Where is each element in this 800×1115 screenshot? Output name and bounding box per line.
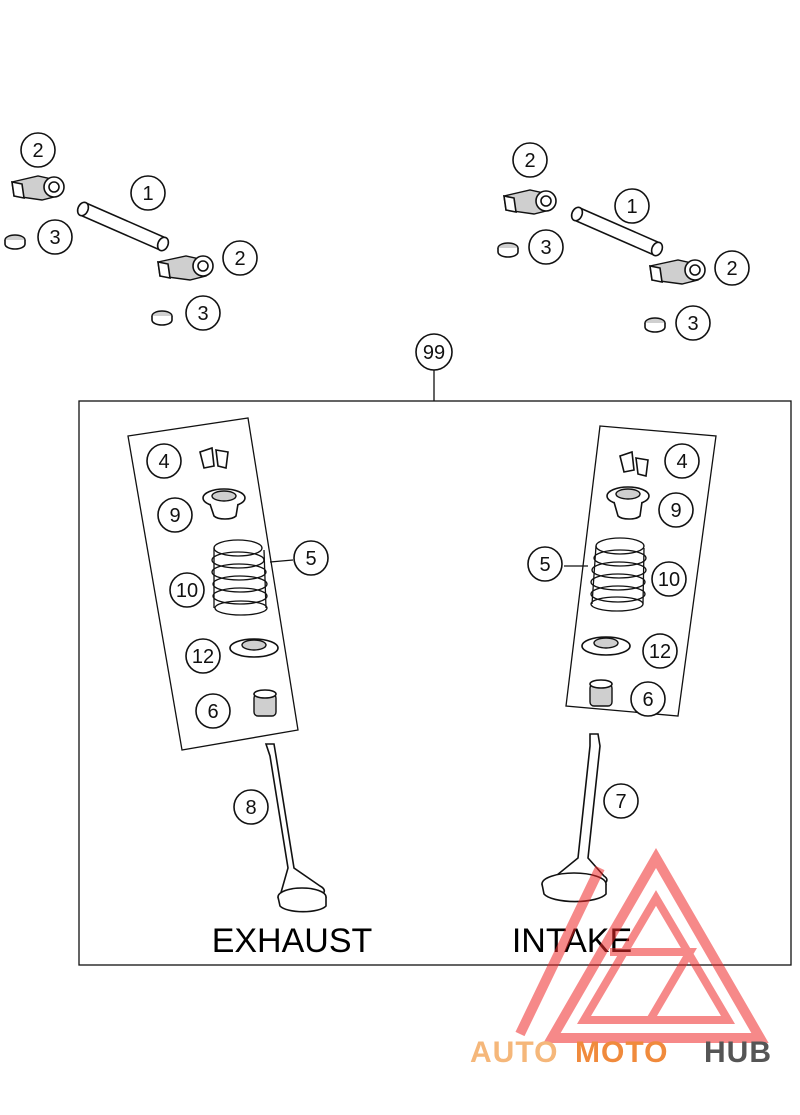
svg-text:3: 3 bbox=[49, 227, 60, 249]
rocker-group-right: 2 1 3 2 3 bbox=[497, 142, 750, 341]
callout-12: 12 bbox=[185, 638, 221, 674]
callout-10: 10 bbox=[169, 572, 205, 608]
callout-5: 5 bbox=[527, 546, 563, 582]
intake-assembly: 4 9 5 10 12 6 7 INTAKE bbox=[512, 425, 717, 960]
callout-2: 2 bbox=[20, 132, 56, 168]
svg-text:5: 5 bbox=[305, 548, 316, 570]
valve-spring-part bbox=[211, 539, 268, 616]
valve-kit-frame: 99 bbox=[78, 333, 792, 966]
svg-text:2: 2 bbox=[234, 248, 245, 270]
exhaust-assembly: 4 9 5 10 12 6 8 EXHAUST bbox=[127, 417, 373, 960]
svg-text:1: 1 bbox=[142, 183, 153, 205]
rocker-group-left: 1 2 3 2 3 bbox=[4, 132, 258, 331]
svg-text:3: 3 bbox=[540, 237, 551, 259]
callout-3: 3 bbox=[528, 229, 564, 265]
rocker-pad-part bbox=[151, 310, 173, 326]
callout-10: 10 bbox=[651, 561, 687, 597]
svg-text:9: 9 bbox=[169, 505, 180, 527]
callout-12: 12 bbox=[642, 633, 678, 669]
svg-text:3: 3 bbox=[687, 313, 698, 335]
watermark-logo bbox=[515, 848, 769, 1043]
callout-3: 3 bbox=[37, 219, 73, 255]
rocker-arm-part bbox=[11, 175, 65, 201]
svg-text:2: 2 bbox=[524, 150, 535, 172]
exhaust-valve-part bbox=[264, 743, 327, 913]
svg-text:9: 9 bbox=[670, 500, 681, 522]
callout-3: 3 bbox=[675, 305, 711, 341]
callout-8: 8 bbox=[233, 789, 269, 825]
callout-4: 4 bbox=[664, 443, 700, 479]
valve-seal-part bbox=[253, 689, 277, 717]
svg-text:10: 10 bbox=[658, 569, 680, 591]
svg-text:10: 10 bbox=[176, 580, 198, 602]
svg-text:12: 12 bbox=[192, 646, 214, 668]
rocker-arm-part bbox=[157, 255, 214, 281]
spring-seat-part bbox=[229, 638, 279, 658]
valve-keeper-part bbox=[619, 450, 649, 477]
spring-retainer-part bbox=[202, 488, 246, 520]
rocker-arm-part bbox=[503, 189, 557, 215]
spring-seat-part bbox=[581, 636, 631, 656]
rocker-arm-part bbox=[649, 259, 706, 285]
svg-text:HUB: HUB bbox=[704, 1036, 772, 1069]
callout-1: 1 bbox=[614, 188, 650, 224]
svg-text:5: 5 bbox=[539, 554, 550, 576]
callout-4: 4 bbox=[146, 443, 182, 479]
rocker-pad-part bbox=[497, 242, 519, 258]
callout-6: 6 bbox=[195, 693, 231, 729]
callout-7: 7 bbox=[603, 783, 639, 819]
svg-text:1: 1 bbox=[626, 196, 637, 218]
valve-spring-part bbox=[590, 537, 647, 612]
svg-text:4: 4 bbox=[676, 451, 687, 473]
svg-text:4: 4 bbox=[158, 451, 169, 473]
svg-text:99: 99 bbox=[423, 342, 445, 364]
callout-2: 2 bbox=[714, 250, 750, 286]
callout-3: 3 bbox=[185, 295, 221, 331]
callout-9: 9 bbox=[157, 497, 193, 533]
svg-text:3: 3 bbox=[197, 303, 208, 325]
svg-text:2: 2 bbox=[32, 140, 43, 162]
triangle-logo-icon bbox=[515, 848, 769, 1043]
svg-text:7: 7 bbox=[615, 791, 626, 813]
callout-6: 6 bbox=[630, 681, 666, 717]
valve-keeper-part bbox=[199, 446, 229, 469]
callout-1: 1 bbox=[130, 175, 166, 211]
watermark-text: AUTO MOTO HUB bbox=[470, 1036, 772, 1069]
valve-seal-part bbox=[589, 679, 613, 707]
spring-retainer-part bbox=[606, 486, 650, 520]
callout-2: 2 bbox=[222, 240, 258, 276]
svg-text:6: 6 bbox=[207, 701, 218, 723]
svg-text:6: 6 bbox=[642, 689, 653, 711]
callout-5: 5 bbox=[293, 540, 329, 576]
svg-text:12: 12 bbox=[649, 641, 671, 663]
svg-text:MOTO: MOTO bbox=[575, 1036, 668, 1069]
callout-9: 9 bbox=[658, 492, 694, 528]
rocker-pad-part bbox=[4, 234, 26, 250]
callout-2: 2 bbox=[512, 142, 548, 178]
callout-99: 99 bbox=[415, 333, 453, 371]
rocker-shaft-part bbox=[76, 201, 170, 252]
rocker-pad-part bbox=[644, 317, 666, 333]
svg-text:AUTO: AUTO bbox=[470, 1036, 558, 1069]
exhaust-label: EXHAUST bbox=[212, 922, 373, 960]
svg-text:2: 2 bbox=[726, 258, 737, 280]
svg-text:8: 8 bbox=[245, 797, 256, 819]
rocker-shaft-part bbox=[570, 206, 664, 257]
